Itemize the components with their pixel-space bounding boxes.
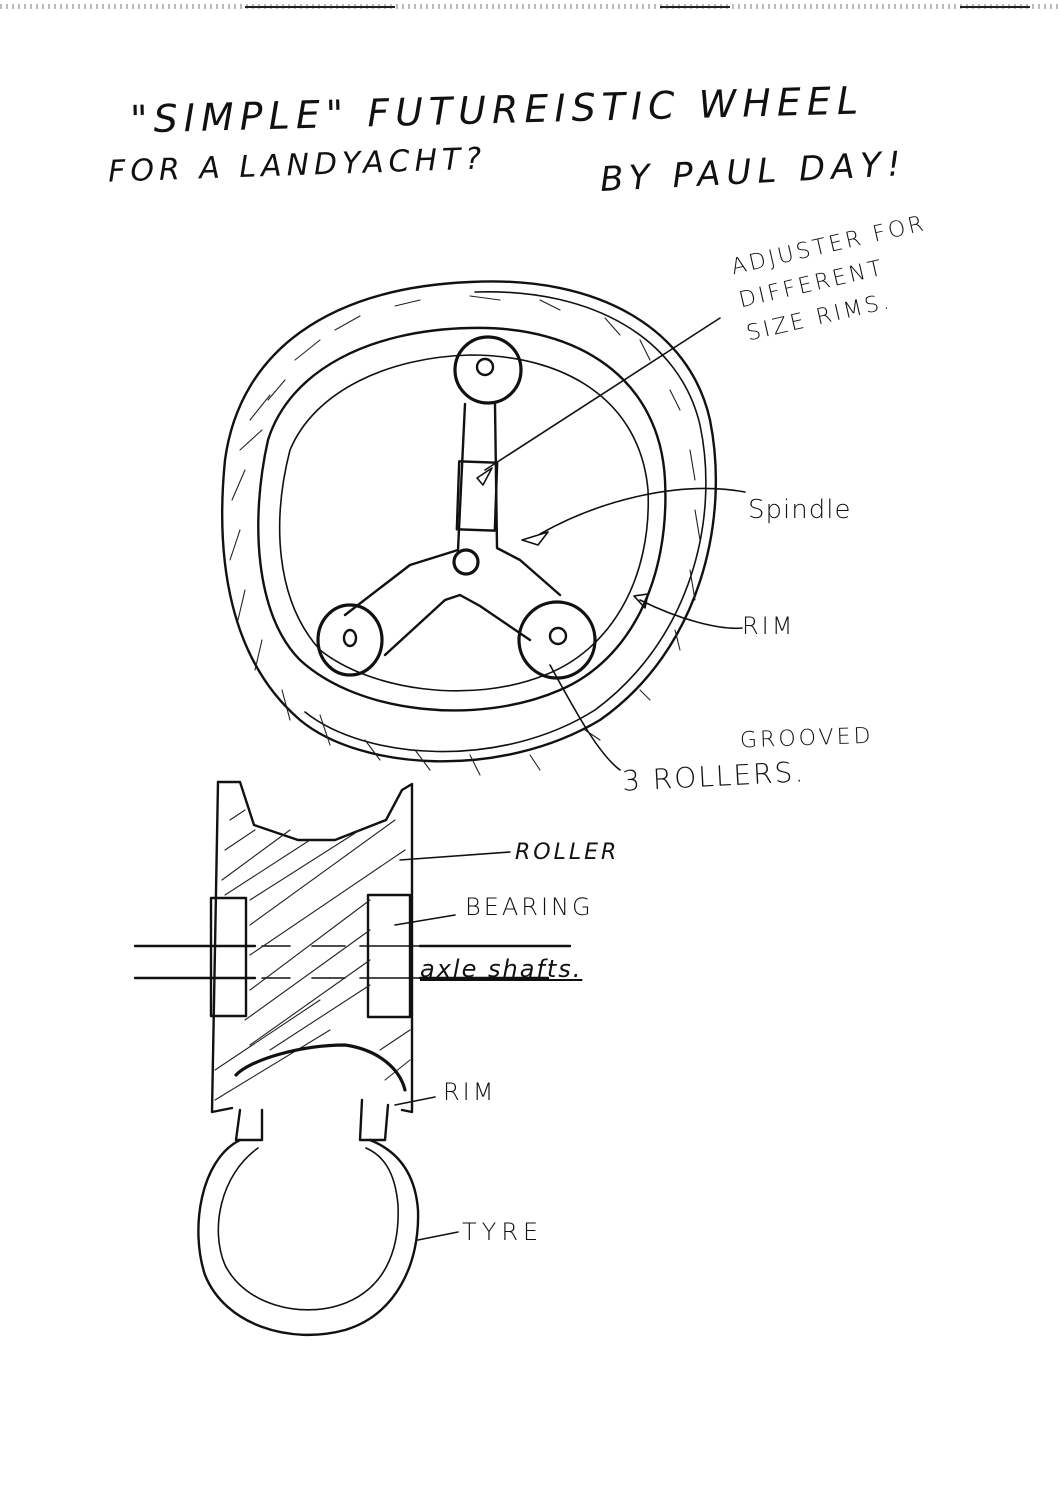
label-bearing: BEARING xyxy=(465,893,594,921)
section-leader-lines xyxy=(394,851,511,1241)
roller-cross-section xyxy=(133,780,572,1114)
label-rim-section: RIM xyxy=(443,1078,497,1106)
scan-artifact xyxy=(0,4,1060,9)
label-grooved: GROOVED xyxy=(739,723,874,754)
tyre-hatching xyxy=(229,295,701,776)
rim-circles xyxy=(257,326,667,712)
label-rim-wheel: RIM xyxy=(742,612,796,640)
scan-line xyxy=(960,6,1030,8)
label-axle-shafts: axle shafts. xyxy=(420,955,583,983)
tyre-outer xyxy=(221,280,717,763)
label-spindle: Spindle xyxy=(748,495,852,525)
three-arm-hub xyxy=(316,335,597,680)
roller-hatching xyxy=(214,809,411,1101)
scan-line xyxy=(660,6,730,8)
leader-lines xyxy=(476,317,746,771)
label-tyre: TYRE xyxy=(462,1218,544,1246)
label-roller: ROLLER xyxy=(515,840,620,865)
scan-line xyxy=(245,6,395,8)
rim-and-tyre-section xyxy=(197,1043,420,1337)
